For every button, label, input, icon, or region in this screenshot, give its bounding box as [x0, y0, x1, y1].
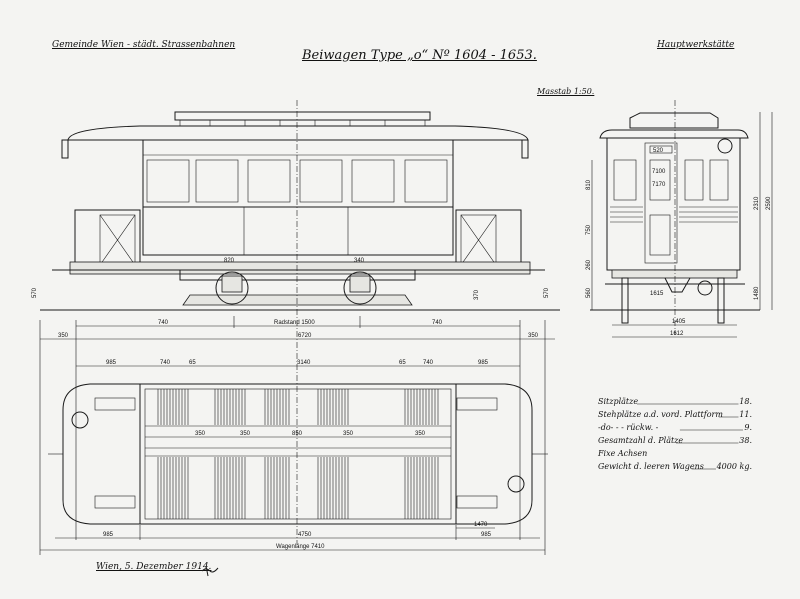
dim-label: 1470 [474, 522, 488, 528]
spec-value: 11. [739, 410, 752, 419]
spec-value: 4000 kg. [716, 462, 752, 471]
length-label: Wagenlänge 7410 [276, 544, 325, 550]
dim-label: 65 [189, 360, 196, 366]
dim-label: 740 [423, 360, 434, 366]
dim-label: 1615 [650, 291, 664, 297]
dim-label: 7100 [652, 169, 666, 175]
dim-label: 560 [586, 287, 592, 298]
dim-label: 350 [528, 333, 539, 339]
dim-label: 1480 [754, 286, 760, 300]
dim-label: 260 [586, 259, 592, 270]
dim-label: 985 [106, 360, 117, 366]
spec-label: Stehplätze a.d. vord. Plattform [598, 410, 723, 419]
dim-label: 350 [240, 431, 251, 437]
dim-label: 740 [158, 320, 169, 326]
dim-label: 985 [478, 360, 489, 366]
dim-label: 6720 [298, 333, 312, 339]
dim-label: Radstand 1500 [274, 320, 315, 326]
dim-label: 340 [354, 258, 365, 264]
dim-label: 350 [415, 431, 426, 437]
dim-label: 985 [103, 532, 114, 538]
end-view: 520 7100 7170 810 750 260 560 2310 2590 … [586, 100, 773, 338]
dim-label: 7170 [652, 182, 666, 188]
dim-label: 350 [343, 431, 354, 437]
dim-label: 985 [481, 532, 492, 538]
height-dim: 370 [474, 289, 480, 300]
dim-label: 740 [432, 320, 443, 326]
dim-label: 4750 [298, 532, 312, 538]
workshop-label: Hauptwerkstätte [657, 40, 735, 50]
organization-label: Gemeinde Wien - städt. Strassenbahnen [52, 40, 236, 50]
height-dim: 570 [32, 287, 38, 298]
signature-mark [201, 565, 219, 577]
scale-label: Masstab 1:50. [537, 87, 595, 96]
spec-value: 38. [739, 436, 752, 445]
spec-label: -do- - - rückw. - [598, 423, 659, 432]
spec-label: Fixe Achsen [597, 449, 647, 458]
spec-value: 18. [739, 397, 752, 406]
dim-label: 520 [653, 148, 664, 154]
dim-label: 740 [160, 360, 171, 366]
spec-label: Sitzplätze [598, 397, 638, 406]
spec-label: Gewicht d. leeren Wagens [598, 462, 704, 471]
date-signature: Wien, 5. Dezember 1914. [96, 562, 212, 572]
dim-label: 810 [586, 179, 592, 190]
dim-label: 820 [224, 258, 235, 264]
dim-label: 350 [195, 431, 206, 437]
dim-label: 65 [399, 360, 406, 366]
plan-view: 350 350 850 350 350 985 4750 985 1470 Wa… [40, 383, 548, 551]
spec-label: Gesamtzahl d. Plätze [598, 436, 683, 445]
dim-label: 350 [58, 333, 69, 339]
dim-label: 3140 [297, 360, 311, 366]
dim-label: 2310 [754, 196, 760, 210]
side-dimensions: 740 Radstand 1500 740 350 6720 350 985 7… [39, 316, 555, 555]
dim-label: 750 [586, 224, 592, 235]
side-view: 570 570 370 820 340 [32, 100, 560, 545]
spec-table: Sitzplätze 18. Stehplätze a.d. vord. Platt… [597, 397, 752, 471]
dim-label: 850 [292, 431, 303, 437]
dim-label: 1405 [672, 319, 686, 325]
drawing-title: Beiwagen Type „o“ Nº 1604 - 1653. [302, 48, 537, 63]
height-dim: 570 [544, 287, 550, 298]
spec-value: 9. [744, 423, 752, 432]
dim-label: 1612 [670, 331, 684, 337]
dim-label: 2590 [766, 196, 772, 210]
